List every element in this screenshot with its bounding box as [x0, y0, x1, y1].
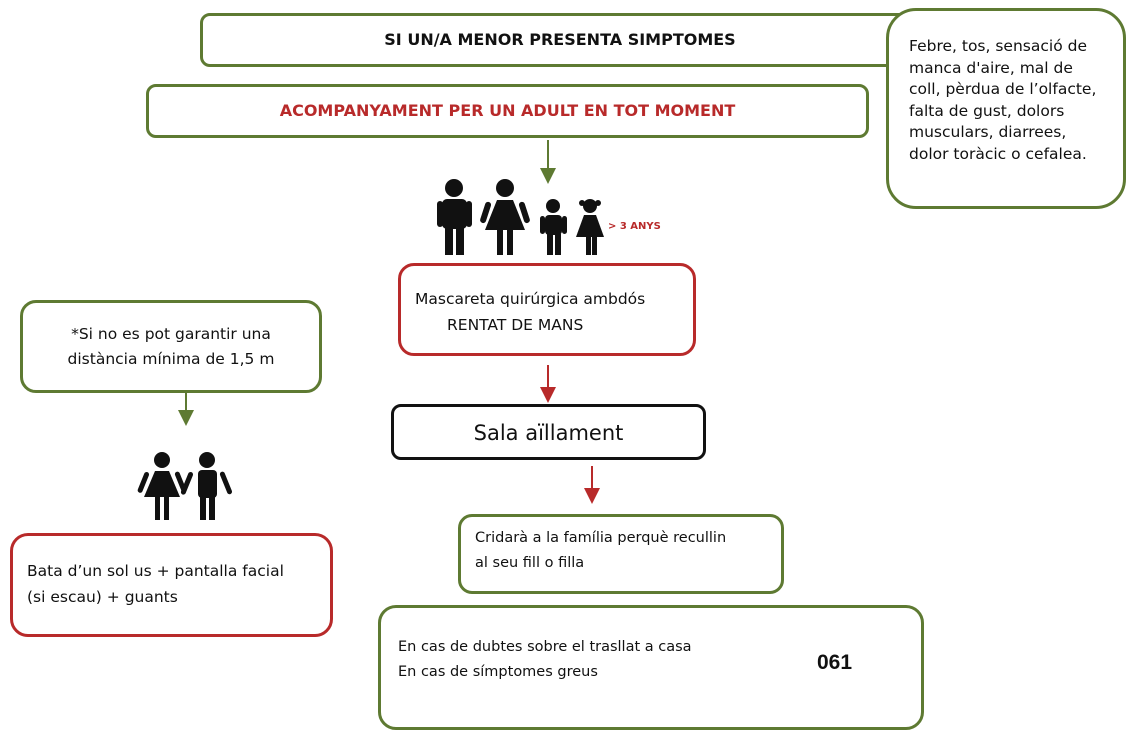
symptoms-line: musculars, diarrees,: [909, 123, 1067, 141]
doubts-box: En cas de dubtes sobre el trasllat a cas…: [378, 605, 924, 730]
ppe-line1: Bata d’un sol us + pantalla facial: [27, 562, 284, 580]
family-pictogram: [437, 179, 604, 255]
phone-number: 061: [817, 651, 853, 674]
symptoms-line: manca d'aire, mal de: [909, 58, 1073, 77]
symptoms-line: Febre, tos, sensació de: [909, 37, 1087, 55]
symptoms-line: coll, pèrdua de l’olfacte,: [909, 80, 1097, 98]
family-box: Cridarà a la família perquè recullin al …: [458, 514, 784, 594]
doubts-line2: En cas de símptomes greus: [398, 664, 598, 680]
doubts-line1: En cas de dubtes sobre el trasllat a cas…: [398, 639, 692, 655]
mask-line1: Mascareta quirúrgica ambdós: [415, 290, 646, 308]
isolation-label: Sala aïllament: [473, 421, 624, 445]
isolation-box: Sala aïllament: [391, 404, 706, 460]
mask-line2: RENTAT DE MANS: [447, 316, 584, 334]
man-icon: [180, 452, 233, 520]
distance-line1: *Si no es pot garantir una: [71, 325, 271, 343]
family-line1: Cridarà a la família perquè recullin: [475, 530, 727, 546]
ppe-box: Bata d’un sol us + pantalla facial (si e…: [10, 533, 333, 637]
two-people-pictogram: [137, 452, 233, 520]
girl-icon: [576, 199, 604, 255]
ppe-line2: (si escau) + guants: [27, 588, 178, 606]
family-line2: al seu fill o filla: [475, 555, 585, 571]
title-text: SI UN/A MENOR PRESENTA SIMPTOMES: [384, 30, 736, 49]
symptoms-text: Febre, tos, sensació de manca d'aire, ma…: [909, 36, 1096, 165]
symptoms-line: dolor toràcic o cefalea.: [909, 144, 1087, 163]
boy-icon: [540, 199, 567, 255]
woman-icon: [480, 179, 530, 255]
man-icon: [437, 179, 472, 255]
subtitle-box: ACOMPANYAMENT PER UN ADULT EN TOT MOMENT: [146, 84, 869, 138]
woman-icon: [137, 452, 187, 520]
symptoms-box: Febre, tos, sensació de manca d'aire, ma…: [886, 8, 1126, 209]
age-label: > 3 ANYS: [608, 221, 661, 232]
title-box: SI UN/A MENOR PRESENTA SIMPTOMES: [200, 13, 920, 67]
mask-box: Mascareta quirúrgica ambdós RENTAT DE MA…: [398, 263, 696, 356]
subtitle-text: ACOMPANYAMENT PER UN ADULT EN TOT MOMENT: [279, 101, 736, 120]
distance-box: *Si no es pot garantir una distància mín…: [20, 300, 322, 393]
symptoms-line: falta de gust, dolors: [909, 101, 1065, 120]
distance-line2: distància mínima de 1,5 m: [67, 350, 275, 368]
